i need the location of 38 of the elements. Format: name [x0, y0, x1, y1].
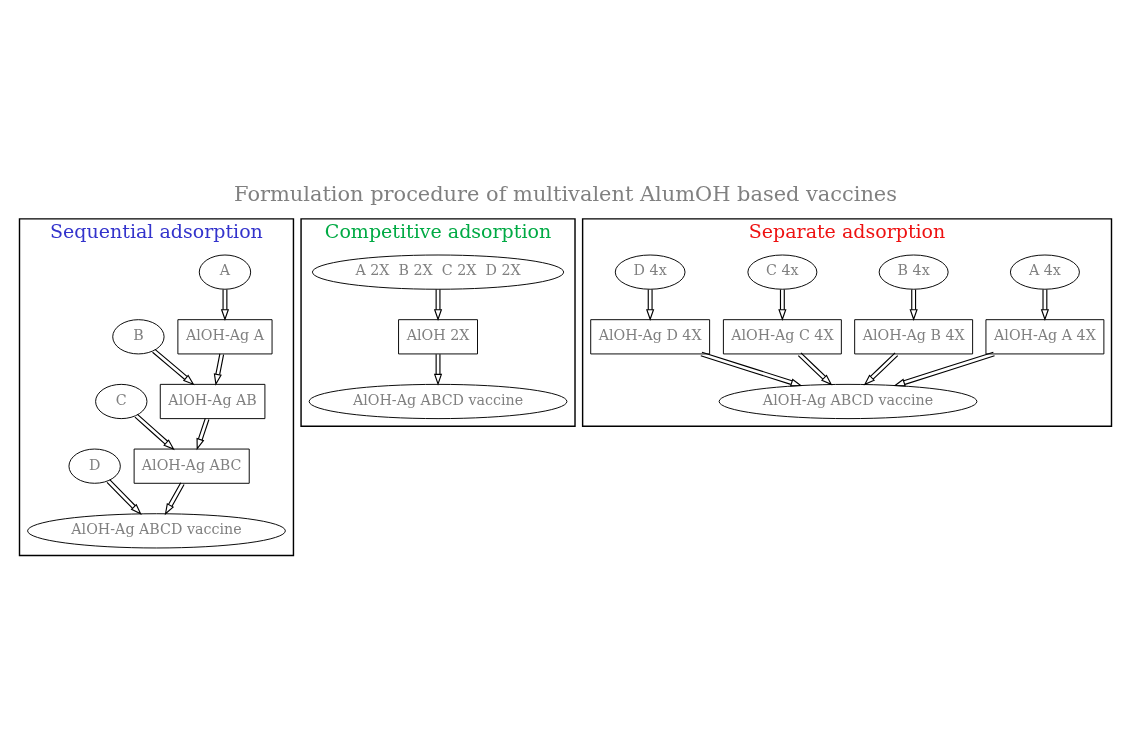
arrow: [433, 289, 443, 321]
node-box: AlOH-Ag C 4X: [722, 319, 842, 355]
node-box: AlOH-Ag D 4X: [590, 319, 711, 355]
arrow: [213, 353, 225, 386]
node-box: AlOH-Ag A: [177, 319, 273, 355]
arrow: [863, 352, 899, 386]
arrow: [778, 289, 787, 321]
arrow: [106, 479, 142, 515]
node-box: AlOH 2X: [398, 319, 478, 355]
arrow: [1040, 289, 1050, 321]
node-ellipse: B: [112, 319, 165, 355]
arrow: [134, 413, 175, 451]
node-box: AlOH-Ag ABC: [133, 448, 250, 484]
arrow: [152, 348, 195, 386]
arrow: [196, 417, 210, 451]
node-ellipse: C 4x: [747, 254, 818, 290]
arrow: [893, 351, 996, 387]
arrow: [164, 482, 185, 516]
arrow: [909, 289, 918, 321]
node-ellipse: A: [198, 254, 252, 290]
node-ellipse: AlOH-Ag ABCD vaccine: [308, 383, 568, 420]
node-box: AlOH-Ag A 4X: [985, 319, 1105, 355]
node-ellipse: B 4x: [878, 254, 949, 290]
node-ellipse: D 4x: [614, 254, 686, 290]
node-box: AlOH-Ag AB: [159, 383, 266, 420]
arrow: [433, 353, 443, 386]
node-ellipse: C: [95, 383, 148, 420]
node-ellipse: AlOH-Ag ABCD vaccine: [718, 383, 978, 420]
diagram-title: Formulation procedure of multivalent AlumOH based vaccines: [234, 182, 897, 207]
arrow: [646, 289, 655, 321]
node-ellipse: D: [68, 448, 121, 484]
node-ellipse: A 2X B 2X C 2X D 2X: [311, 254, 565, 290]
node-ellipse: A 4x: [1009, 254, 1080, 290]
arrow: [797, 352, 833, 386]
arrow: [220, 289, 230, 321]
node-box: AlOH-Ag B 4X: [854, 319, 974, 355]
arrow: [700, 351, 803, 387]
node-ellipse: AlOH-Ag ABCD vaccine: [27, 513, 286, 549]
